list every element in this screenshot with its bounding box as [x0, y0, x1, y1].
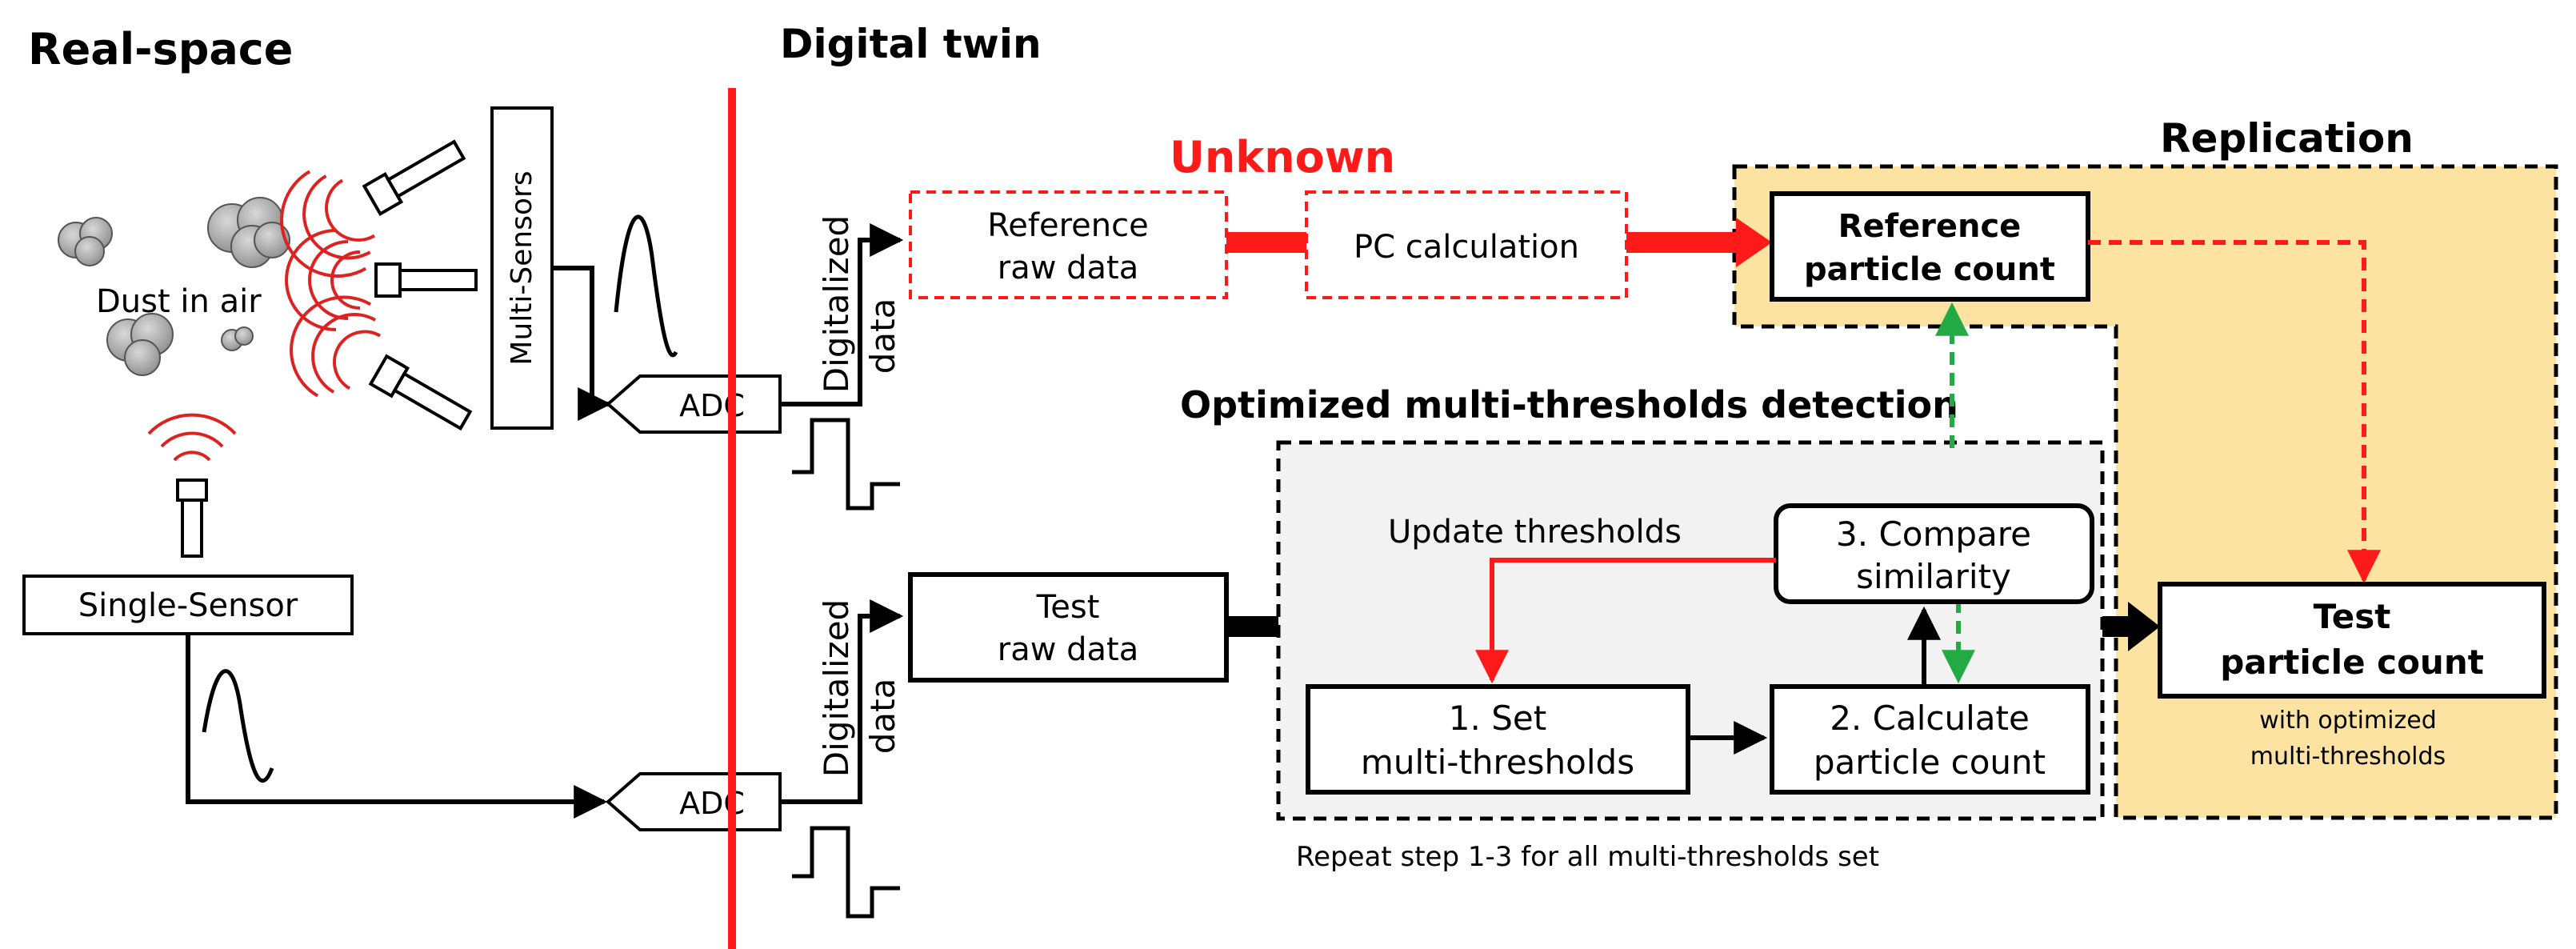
reference-raw-line1: Reference — [987, 207, 1148, 244]
set-line2: multi-thresholds — [1361, 743, 1634, 782]
multi-sensor-wire — [552, 266, 612, 421]
optimized-header: Optimized multi-thresholds detection — [1180, 383, 1958, 426]
reference-pc-line1: Reference — [1838, 208, 2022, 245]
digitalized-label-bottom: Digitalized — [817, 599, 856, 777]
single-sine-wave — [202, 669, 274, 783]
multi-sensors-box — [490, 106, 554, 430]
multi-sensors-label: Multi-Sensors — [506, 170, 538, 365]
repeat-note: Repeat step 1-3 for all multi-thresholds… — [1296, 841, 1879, 873]
dust-label: Dust in air — [96, 283, 262, 320]
digital-wire-top — [780, 223, 904, 406]
test-raw-to-panel-connector — [1226, 616, 1278, 637]
compare-line2: similarity — [1856, 557, 2011, 596]
pc-calculation-label: PC calculation — [1354, 229, 1579, 266]
pulse-wave-top — [792, 418, 900, 511]
compare-line1: 3. Compare — [1836, 515, 2031, 554]
set-line1: 1. Set — [1449, 699, 1546, 738]
real-space-header: Real-space — [28, 24, 293, 74]
reference-pc-line2: particle count — [1804, 251, 2055, 288]
ref-to-pc-connector — [1226, 232, 1306, 253]
pc-calculation-box — [1305, 190, 1628, 299]
sensor-icon-middle — [285, 229, 478, 331]
data-label-bottom: data — [863, 679, 902, 755]
digital-twin-header: Digital twin — [780, 21, 1042, 67]
reference-raw-line2: raw data — [998, 250, 1138, 286]
calc-line1: 2. Calculate — [1830, 699, 2030, 738]
pulse-wave-bottom — [792, 826, 900, 919]
compare-similarity-box — [1774, 503, 2094, 604]
with-optimized-line1: with optimized — [2259, 707, 2436, 735]
update-thresholds-arrow — [1475, 558, 1776, 684]
dust-cloud-1 — [58, 217, 113, 266]
set-thresholds-box — [1306, 684, 1690, 795]
test-raw-line2: raw data — [998, 631, 1138, 668]
single-sensor-label: Single-Sensor — [78, 587, 298, 624]
reference-raw-data-box — [909, 190, 1228, 299]
with-optimized-line2: multi-thresholds — [2250, 743, 2446, 771]
digitalized-label-top: Digitalized — [817, 215, 856, 393]
sensor-icon-bottom — [290, 295, 473, 431]
multi-sine-wave — [614, 214, 678, 358]
single-sensor-wire — [186, 634, 608, 819]
test-raw-data-box — [908, 572, 1229, 683]
test-raw-line1: Test — [1036, 589, 1100, 626]
test-pc-line2: particle count — [2220, 643, 2484, 682]
single-sensor-box — [22, 575, 354, 635]
calculate-pc-box — [1770, 684, 2090, 795]
dust-cloud-3 — [106, 313, 174, 376]
unknown-label: Unknown — [1170, 132, 1395, 182]
panel-to-test-arrow — [2102, 602, 2160, 651]
pc-to-reference-arrow — [1626, 218, 1772, 267]
test-pc-line1: Test — [2314, 597, 2391, 636]
data-label-top: data — [863, 298, 902, 374]
replication-header: Replication — [2160, 115, 2414, 162]
digital-wire-bottom — [780, 599, 904, 804]
dust-cloud-4 — [221, 326, 254, 351]
test-particle-count-box — [2158, 582, 2546, 699]
reference-to-test-dashed — [2088, 240, 2381, 584]
calc-line2: particle count — [1814, 743, 2046, 782]
single-sensor-icon — [147, 413, 237, 558]
reference-particle-count-box — [1770, 191, 2090, 302]
dust-cloud-2 — [207, 197, 290, 268]
update-thresholds-label: Update thresholds — [1388, 514, 1682, 551]
sensor-icon-top — [280, 139, 466, 278]
